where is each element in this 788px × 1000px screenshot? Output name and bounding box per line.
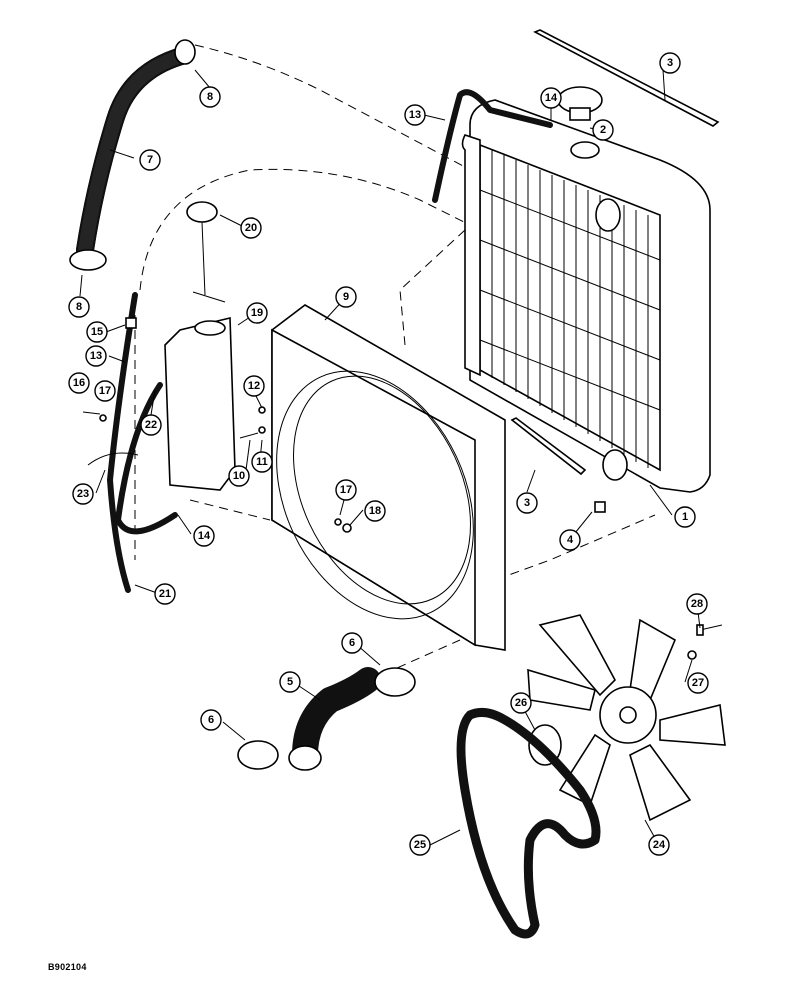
svg-text:15: 15 [91,326,103,338]
callout-17a: 17 [94,380,116,402]
svg-text:21: 21 [159,588,171,600]
svg-text:25: 25 [414,839,426,851]
svg-text:12: 12 [248,380,260,392]
fan-bolt [696,624,723,636]
callout-8b: 8 [68,296,90,318]
callout-12: 12 [243,375,265,397]
callout-14b: 14 [193,525,215,547]
svg-text:24: 24 [653,839,666,851]
callout-4: 4 [559,529,581,551]
svg-text:18: 18 [369,505,381,517]
svg-text:3: 3 [667,57,673,69]
svg-text:14: 14 [545,92,558,104]
svg-text:20: 20 [245,222,257,234]
drain-cock [594,501,606,513]
svg-text:9: 9 [343,291,349,303]
callout-9: 9 [335,286,357,308]
radiator [461,99,711,493]
callout-26: 26 [510,692,532,714]
callout-25: 25 [409,834,431,856]
overflow-tube [432,89,553,203]
fan-blade [527,614,726,822]
callout-10: 10 [228,465,250,487]
callout-27: 27 [687,672,709,694]
callout-8a: 8 [199,86,221,108]
clamp-lower-hose-top [69,249,107,271]
svg-text:16: 16 [73,377,85,389]
svg-text:2: 2 [600,124,606,136]
svg-text:22: 22 [145,419,157,431]
drawing-number: B902104 [48,962,87,972]
svg-text:8: 8 [76,301,82,313]
fan-shroud [271,304,506,651]
callout-6b: 6 [200,709,222,731]
callout-18: 18 [364,500,386,522]
clamp-lower-right [374,667,416,697]
reservoir-cap-dipstick [186,201,226,303]
callout-1: 1 [674,506,696,528]
drive-belt [456,707,601,939]
svg-text:4: 4 [567,534,574,546]
callout-14a: 14 [540,87,562,109]
svg-text:10: 10 [233,470,245,482]
radiator-cap [557,86,603,121]
callout-7: 7 [139,149,161,171]
callout-5: 5 [279,671,301,693]
svg-text:8: 8 [207,91,213,103]
svg-text:1: 1 [682,511,688,523]
callout-28: 28 [686,593,708,615]
callout-24: 24 [648,834,670,856]
callout-19: 19 [246,302,268,324]
reservoir-hose [107,292,178,593]
svg-text:14: 14 [198,530,211,542]
svg-text:13: 13 [409,109,421,121]
svg-text:28: 28 [691,598,703,610]
lower-hose [288,667,381,771]
callout-16: 16 [68,372,90,394]
callout-11: 11 [251,451,273,473]
svg-text:27: 27 [692,677,704,689]
svg-text:19: 19 [251,307,263,319]
callout-20: 20 [240,217,262,239]
fan-washer [687,650,697,660]
svg-text:17: 17 [99,385,111,397]
callout-17b: 17 [335,479,357,501]
seal-strip-bottom [510,417,587,476]
svg-text:7: 7 [147,154,153,166]
reservoir-bolt [82,411,107,422]
callout-2: 2 [592,119,614,141]
svg-text:6: 6 [208,714,214,726]
callout-6a: 6 [341,632,363,654]
callout-3a: 3 [659,52,681,74]
svg-text:26: 26 [515,697,527,709]
shroud-bolt [239,406,266,439]
upper-hose [76,46,194,259]
callout-13b: 13 [85,345,107,367]
svg-text:11: 11 [256,456,268,468]
svg-text:5: 5 [287,676,293,688]
svg-text:13: 13 [90,350,102,362]
callout-13a: 13 [404,104,426,126]
callout-15: 15 [86,321,108,343]
seal-strip-top [533,29,720,127]
svg-text:23: 23 [77,488,89,500]
callout-23: 23 [72,483,94,505]
clamp-upper [174,39,196,65]
coolant-reservoir [164,316,236,491]
clamp-lower-left [237,740,279,770]
svg-text:6: 6 [349,637,355,649]
svg-text:3: 3 [524,497,530,509]
shroud-nut [334,518,352,533]
callout-21: 21 [154,583,176,605]
hose-clip [87,317,139,466]
callout-3b: 3 [516,492,538,514]
callout-22: 22 [140,414,162,436]
svg-text:17: 17 [340,484,352,496]
